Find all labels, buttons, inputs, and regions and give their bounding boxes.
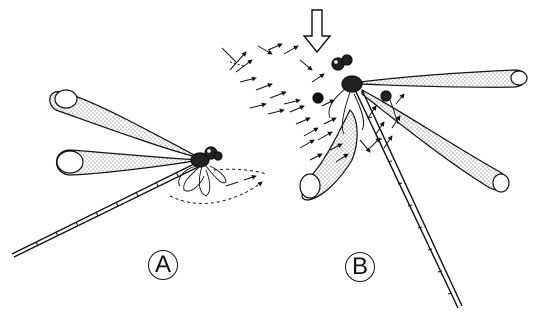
down-arrow-icon bbox=[304, 10, 330, 52]
panel-label-b-text: B bbox=[352, 255, 368, 279]
damselfly-a-wing-flutter bbox=[179, 166, 226, 196]
damselfly-b-right-lower-wing bbox=[362, 90, 507, 190]
damselfly-a bbox=[12, 90, 266, 257]
damselfly-b-dot bbox=[313, 93, 323, 103]
panel-label-b: B bbox=[345, 252, 375, 282]
panel-label-a-text: A bbox=[155, 253, 171, 277]
panel-label-a: A bbox=[148, 250, 178, 280]
damselfly-b bbox=[300, 55, 527, 308]
damselfly-a-abdomen bbox=[12, 163, 198, 257]
damselfly-b-thorax bbox=[342, 76, 362, 92]
damselfly-b-right-upper-wing bbox=[360, 70, 526, 87]
